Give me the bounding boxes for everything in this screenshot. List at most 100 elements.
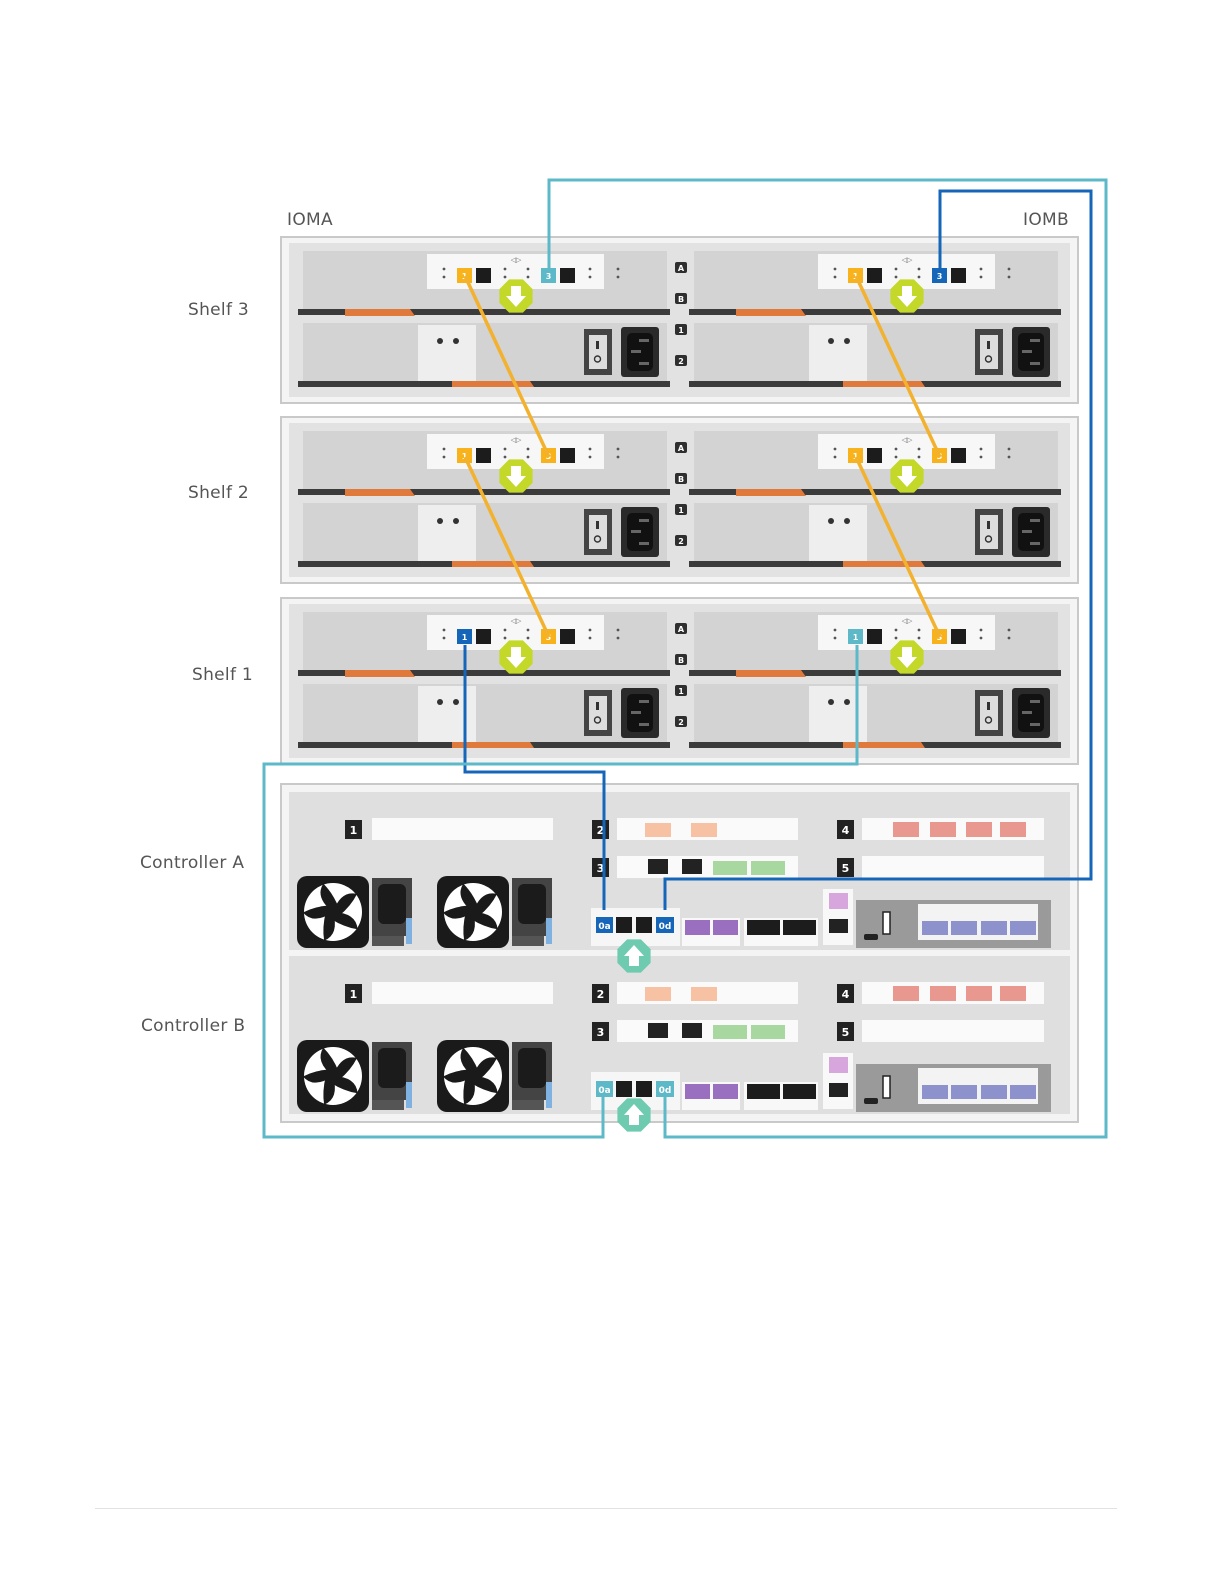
- shelf-2-ioma-power-socket-icon-pin: [639, 542, 649, 545]
- shelf-1-ioma-dots: [617, 637, 620, 640]
- shelf-2-ioma-psu-panel: [303, 503, 667, 561]
- shelf-3-iomb-ports-port-4: [951, 268, 966, 283]
- controller-b-slot-4-port: [1000, 986, 1026, 1001]
- controller-b-sfp-port: [783, 1084, 816, 1099]
- shelf-2-ioma-dots: [527, 448, 530, 451]
- shelf-1-iomb-ports-port-4: [951, 629, 966, 644]
- controller-a-purple-port: [685, 920, 710, 935]
- controller-b-slot-3-sfp: [713, 1025, 747, 1039]
- shelf-1-iomb-psu-led: [844, 699, 850, 705]
- shelf-2-ioma-dots: [443, 448, 446, 451]
- shelf-1-ioma-dots: [443, 629, 446, 632]
- controller-a-slot-3-sfp: [713, 861, 747, 875]
- controller-b-psu-base: [372, 1100, 404, 1110]
- shelf-3-iomb-power-socket-icon-pin: [1022, 350, 1032, 353]
- shelf-2-iomb-dots: [918, 456, 921, 459]
- shelf-2-iomb-power-switch-icon-rocker: [980, 515, 998, 549]
- shelf-3-iomb-power-socket-icon-pin: [1030, 339, 1040, 342]
- shelf-1-module-letter: A: [678, 625, 685, 634]
- controller-b-slot-4-port: [930, 986, 956, 1001]
- footer-divider: [95, 1508, 1117, 1509]
- shelf-1-ioma-handle: [345, 670, 415, 677]
- controller-b-slot-2-label: 2: [597, 988, 605, 1001]
- shelf-2-ioma-power-switch-icon-i: [596, 521, 599, 529]
- shelf-3-ioma-power-socket-icon-pin: [631, 350, 641, 353]
- shelf-3-ioma-psu-led: [437, 338, 443, 344]
- shelf-3-ioma-ports-port-3-label: 3: [546, 272, 552, 281]
- shelf-2-iomb-dots: [1008, 456, 1011, 459]
- controller-b-slot-3-sfp: [751, 1025, 785, 1039]
- shelf-1-iomb-dots: [834, 629, 837, 632]
- shelf-3-iomb-psu-led-area: [809, 325, 867, 381]
- shelf-3-iomb-dots: [918, 268, 921, 271]
- shelf-2-ioma-dots: [589, 448, 592, 451]
- shelf-2-ioma-psu-led: [453, 518, 459, 524]
- controller-b-port-0c: [636, 1081, 652, 1097]
- shelf-1-ioma-power-socket-icon-pin: [639, 700, 649, 703]
- shelf-2-ioma-dots: [504, 448, 507, 451]
- shelf-3-ioma-power-socket-icon-pin: [639, 362, 649, 365]
- shelf-3-ioma-psu-led-area: [418, 325, 476, 381]
- shelf-2-ioma-dots: [527, 456, 530, 459]
- controller-a-port-0d-label: 0d: [659, 922, 672, 932]
- shelf-3-ioma-power-switch-icon-rocker: [589, 335, 607, 369]
- shelf-3-iomb-ports-port-3-label: 3: [937, 272, 943, 281]
- shelf-1-iomb-dots: [980, 629, 983, 632]
- shelf-2-iomb-psu-handle: [843, 561, 925, 567]
- controller-b-blue-port: [951, 1085, 977, 1099]
- shelf-3-ioma-psu-handle: [452, 381, 534, 387]
- shelf-1-ioma-dots: [589, 629, 592, 632]
- shelf-3-ioma-psu-led: [453, 338, 459, 344]
- shelf-3-ioma-power-switch-icon-i: [596, 341, 599, 349]
- shelf-2-ioma-dots: [504, 456, 507, 459]
- shelf-1-iomb-power-socket-icon-pin: [1030, 700, 1040, 703]
- shelf-3-iomb-power-switch-icon-rocker: [980, 335, 998, 369]
- shelf-2-ioma-handle: [345, 489, 415, 496]
- shelf-3-iomb-ports-port-2: [867, 268, 882, 283]
- shelf-1-ioma-dots: [443, 637, 446, 640]
- controller-b: 123450a0d: [289, 956, 1070, 1114]
- shelf-3: ◁▷◁▷AB12: [281, 237, 1078, 403]
- shelf-1-ioma-dots: [617, 629, 620, 632]
- shelf-2-iomb-power-socket-icon-pin: [1022, 530, 1032, 533]
- controller-a-slot-4-label: 4: [842, 824, 850, 837]
- shelf-1-ioma-ports-port-1-label: 1: [462, 633, 468, 642]
- shelf-2-ioma-psu-handle: [452, 561, 534, 567]
- shelf-3-iomb-link-icon: ◁▷: [902, 256, 913, 264]
- shelf-1-iomb-power-switch-icon-i: [987, 702, 990, 710]
- shelf-3-ioma-link-icon: ◁▷: [511, 256, 522, 264]
- shelf-1-module-letter: B: [678, 656, 684, 665]
- shelf-3-iomb-dots: [980, 276, 983, 279]
- controller-b-port-0d-label: 0d: [659, 1086, 672, 1096]
- shelf-2-module-letter: 1: [678, 506, 684, 515]
- shelf-1-ioma-dots: [527, 637, 530, 640]
- shelf-1-ioma-psu-led-area: [418, 686, 476, 742]
- controller-b-power-socket-icon: [378, 1048, 406, 1088]
- shelf-1-iomb-power-switch-icon-rocker: [980, 696, 998, 730]
- shelf-3-iomb-dots: [1008, 268, 1011, 271]
- shelf-3-iomb-psu-led: [828, 338, 834, 344]
- controller-a-blue-port: [981, 921, 1007, 935]
- controller-a-slot-4-port: [893, 822, 919, 837]
- shelf-2-iomb-power-switch-icon-i: [987, 521, 990, 529]
- shelf-1-iomb-dots: [895, 637, 898, 640]
- controller-b-psu-latch: [546, 1082, 552, 1108]
- controller-a-psu-latch: [406, 918, 412, 944]
- controller-a-slot-4-port: [930, 822, 956, 837]
- controller-b-slot-4-label: 4: [842, 988, 850, 1001]
- shelf-2-iomb-dots: [1008, 448, 1011, 451]
- shelf-3-ioma-ports-port-2: [476, 268, 491, 283]
- controller-a-slot-4-port: [1000, 822, 1026, 837]
- shelf-1-ioma-psu-panel: [303, 684, 667, 742]
- shelf-3-iomb-dots: [895, 276, 898, 279]
- controller-b-slot-3-rj45: [682, 1023, 702, 1038]
- shelf-2-iomb-ports-port-2: [867, 448, 882, 463]
- shelf-3-iomb-psu-panel: [694, 323, 1058, 381]
- controller-a-power-socket-icon: [378, 884, 406, 924]
- shelf-2-iomb-psu-led: [844, 518, 850, 524]
- shelf-1-ioma-power-socket-icon-pin: [631, 711, 641, 714]
- shelf-1-iomb-handle: [736, 670, 806, 677]
- shelf-1-iomb-ports-port-2: [867, 629, 882, 644]
- shelf-3-ioma-ports-port-4: [560, 268, 575, 283]
